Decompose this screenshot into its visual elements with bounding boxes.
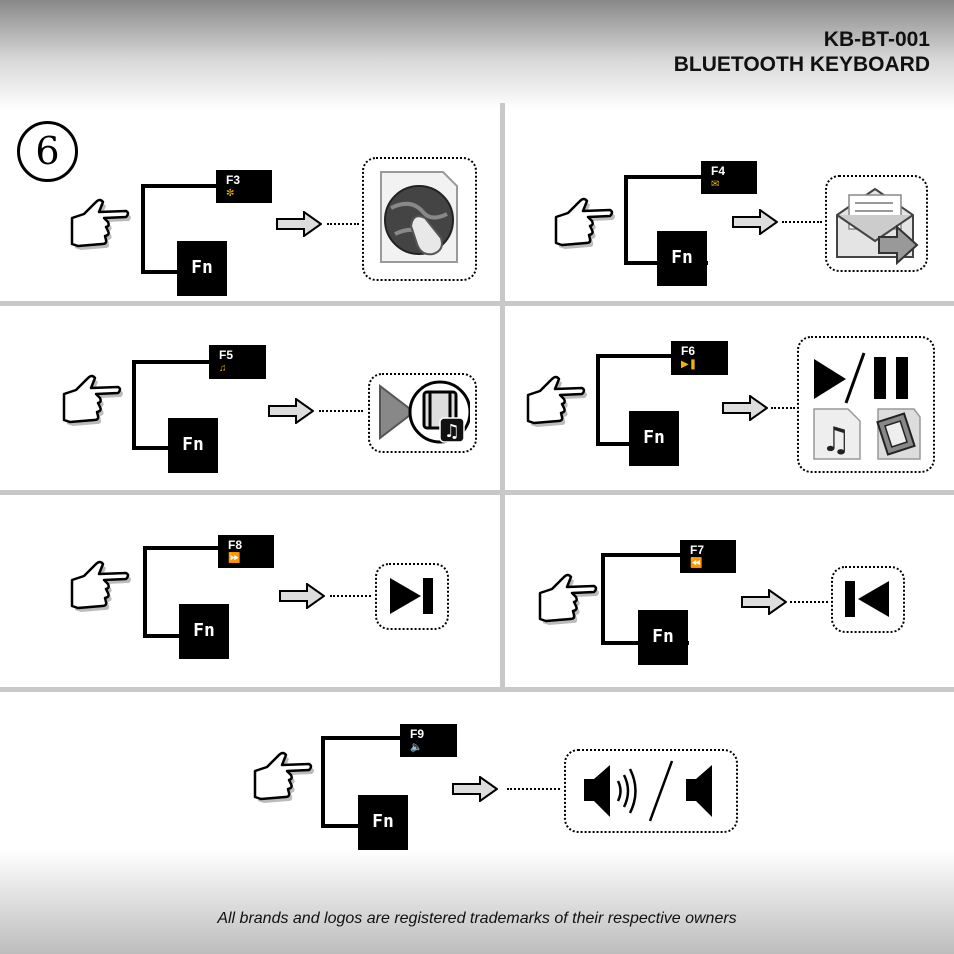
arrow-icon bbox=[276, 211, 322, 237]
fn-key: Fn bbox=[177, 241, 227, 296]
result-box: ♫ bbox=[368, 373, 477, 453]
fn-key-label: Fn bbox=[643, 427, 665, 448]
pointing-hand-icon bbox=[70, 198, 131, 250]
f6-key-label: F6 bbox=[681, 344, 696, 358]
f7-key-label: F7 bbox=[690, 543, 705, 557]
result-box bbox=[825, 175, 928, 272]
internet-icon: ✼ bbox=[226, 188, 235, 199]
f6-key: F6 ▶❚ bbox=[671, 341, 728, 375]
product-name: BLUETOOTH KEYBOARD bbox=[673, 53, 930, 76]
pointing-hand-icon bbox=[538, 573, 599, 625]
divider-horizontal-3 bbox=[0, 687, 954, 692]
fn-key-label: Fn bbox=[182, 434, 204, 455]
f5-key: F5 ♫ bbox=[209, 345, 266, 379]
fn-key-label: Fn bbox=[191, 257, 213, 278]
pointing-hand-icon bbox=[62, 374, 123, 426]
result-box bbox=[362, 157, 477, 281]
arrow-icon bbox=[279, 583, 325, 609]
mute-icon bbox=[584, 760, 712, 822]
divider-vertical bbox=[500, 103, 505, 690]
next-track-icon bbox=[390, 578, 433, 614]
divider-horizontal-2 bbox=[0, 490, 954, 495]
step-number: 6 bbox=[17, 121, 78, 182]
f4-key-label: F4 bbox=[711, 164, 726, 178]
dotted-connector bbox=[327, 223, 359, 225]
email-icon bbox=[836, 187, 919, 265]
dotted-connector bbox=[790, 601, 828, 603]
fn-key-label: Fn bbox=[652, 626, 674, 647]
dotted-connector bbox=[319, 410, 363, 412]
dotted-connector bbox=[782, 221, 822, 223]
arrow-icon bbox=[452, 776, 498, 802]
rewind-icon: ⏪ bbox=[690, 558, 703, 569]
fn-key: Fn bbox=[638, 610, 688, 665]
svg-text:♫: ♫ bbox=[444, 421, 460, 442]
speaker-icon: 🔈 bbox=[410, 742, 423, 753]
music-note-icon: ♫ bbox=[219, 363, 227, 374]
mail-icon: ✉ bbox=[711, 179, 720, 190]
result-box bbox=[831, 566, 905, 633]
result-box: ♫ bbox=[797, 336, 935, 473]
result-box bbox=[564, 749, 738, 833]
previous-track-icon bbox=[845, 581, 889, 617]
fn-key-label: Fn bbox=[193, 620, 215, 641]
fast-forward-icon: ⏩ bbox=[228, 553, 241, 564]
f5-key-label: F5 bbox=[219, 348, 234, 362]
f4-key: F4 ✉ bbox=[701, 161, 757, 194]
play-pause-small-icon: ▶❚ bbox=[681, 359, 698, 370]
arrow-icon bbox=[732, 209, 778, 235]
fn-key: Fn bbox=[179, 604, 229, 659]
fn-key: Fn bbox=[358, 795, 408, 850]
media-player-icon: ♫ bbox=[379, 380, 470, 444]
arrow-icon bbox=[741, 589, 787, 615]
fn-key-label: Fn bbox=[372, 811, 394, 832]
dotted-connector bbox=[507, 788, 560, 790]
f7-key: F7 ⏪ bbox=[680, 540, 736, 573]
f3-key-label: F3 bbox=[226, 173, 241, 187]
pointing-hand-icon bbox=[253, 751, 314, 803]
fn-key: Fn bbox=[168, 418, 218, 473]
internet-browser-icon bbox=[380, 171, 458, 263]
f3-key: F3 ✼ bbox=[216, 170, 272, 203]
play-pause-icon: ♫ bbox=[813, 352, 921, 460]
pointing-hand-icon bbox=[526, 375, 587, 427]
f8-key-label: F8 bbox=[228, 538, 243, 552]
fn-key: Fn bbox=[629, 411, 679, 466]
arrow-icon bbox=[722, 395, 768, 421]
trademark-footer: All brands and logos are registered trad… bbox=[217, 910, 737, 927]
pointing-hand-icon bbox=[554, 197, 615, 249]
arrow-icon bbox=[268, 398, 314, 424]
f9-key: F9 🔈 bbox=[400, 724, 457, 757]
fn-key: Fn bbox=[657, 231, 707, 286]
model-number: KB-BT-001 bbox=[823, 28, 930, 51]
header-title: KB-BT-001 BLUETOOTH KEYBOARD bbox=[674, 27, 930, 77]
divider-horizontal-1 bbox=[0, 301, 954, 306]
pointing-hand-icon bbox=[70, 560, 131, 612]
dotted-connector bbox=[330, 595, 371, 597]
fn-key-label: Fn bbox=[671, 247, 693, 268]
result-box bbox=[375, 563, 449, 630]
f9-key-label: F9 bbox=[410, 727, 425, 741]
dotted-connector bbox=[771, 407, 795, 409]
svg-text:♫: ♫ bbox=[821, 420, 851, 460]
f8-key: F8 ⏩ bbox=[218, 535, 274, 568]
